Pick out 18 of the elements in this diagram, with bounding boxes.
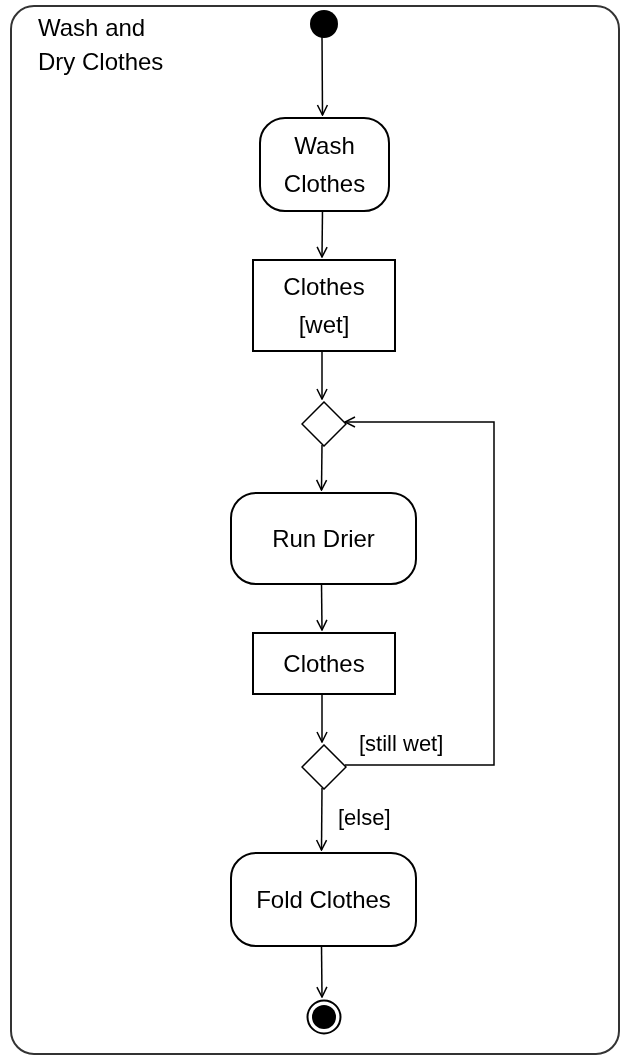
action-box: Fold Clothes xyxy=(230,852,417,947)
final-node xyxy=(306,999,342,1035)
control-flow-arrow xyxy=(316,582,328,631)
merge-decision-diamond xyxy=(301,401,347,447)
object-box: Clothes [wet] xyxy=(252,259,396,352)
activity-frame xyxy=(10,5,620,1055)
action-box: Wash Clothes xyxy=(259,117,390,212)
object-box: Clothes xyxy=(252,632,396,695)
control-flow-arrow xyxy=(316,35,329,116)
control-flow-arrow xyxy=(344,416,495,766)
control-flow-arrow xyxy=(315,787,328,851)
action-box: Run Drier xyxy=(230,492,417,585)
control-flow-arrow xyxy=(316,209,328,258)
merge-decision-diamond xyxy=(301,744,347,790)
initial-node xyxy=(310,10,338,38)
activity-title: Wash and Dry Clothes xyxy=(38,13,165,77)
control-flow-arrow xyxy=(315,444,328,491)
control-flow-arrow xyxy=(316,944,328,998)
